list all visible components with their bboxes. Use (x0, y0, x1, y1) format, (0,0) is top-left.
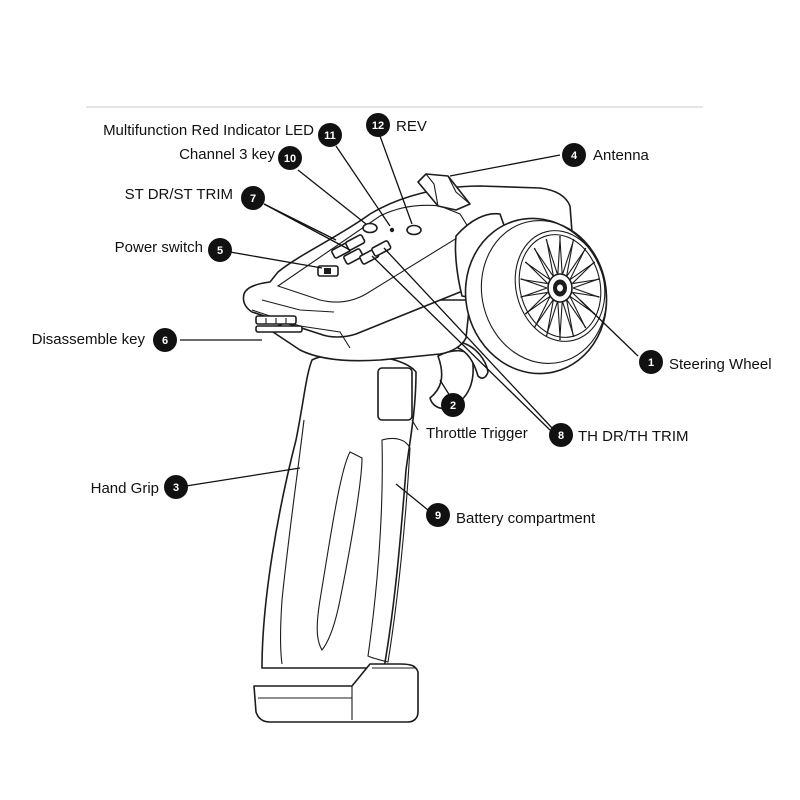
badge-3-number: 3 (173, 482, 179, 494)
badge-8-number: 8 (558, 430, 564, 442)
th-trim-buttons (359, 240, 392, 265)
badge-10 (278, 146, 302, 170)
badge-3 (164, 475, 188, 499)
badge-12-number: 12 (372, 120, 384, 132)
badge-4 (562, 143, 586, 167)
label-throttle-trigger: Throttle Trigger (426, 425, 528, 442)
badge-2-number: 2 (450, 400, 456, 412)
badge-12 (366, 113, 390, 137)
power-switch (317, 265, 339, 277)
badge-1 (639, 350, 663, 374)
top-panel (276, 204, 471, 303)
battery-compartment (367, 437, 411, 663)
grip-inner-panel (316, 451, 363, 651)
label-steering-wheel: Steering Wheel (669, 356, 772, 373)
badge-5 (208, 238, 232, 262)
label-channel-3-key: Channel 3 key (179, 146, 275, 163)
label-power-switch: Power switch (115, 239, 203, 256)
badge-4-number: 4 (571, 150, 578, 162)
label-rev: REV (396, 118, 427, 135)
trigger-guard (457, 341, 489, 379)
badge-1-number: 1 (648, 357, 654, 369)
badge-6 (153, 328, 177, 352)
label-th-dr-th-trim: TH DR/TH TRIM (578, 428, 689, 445)
label-antenna: Antenna (593, 147, 650, 164)
trigger-slot (377, 367, 413, 421)
leader-lines (180, 135, 639, 511)
badge-6-number: 6 (162, 335, 168, 347)
badge-8 (549, 423, 573, 447)
label-hand-grip: Hand Grip (91, 480, 159, 497)
grip-base (253, 663, 419, 723)
st-trim-buttons (331, 234, 366, 265)
badge-10-number: 10 (284, 153, 296, 165)
rev-button (406, 224, 422, 236)
badge-7 (241, 186, 265, 210)
hand-grip (261, 353, 417, 669)
callouts: 1 Steering Wheel 2 Throttle Trigger 3 Ha… (32, 113, 772, 527)
badge-2 (441, 393, 465, 417)
transmitter-illustration (242, 173, 608, 723)
red-led (389, 227, 395, 233)
channel-3-key (362, 222, 378, 234)
badge-5-number: 5 (217, 245, 223, 257)
disassemble-key (255, 315, 303, 333)
badge-9 (426, 503, 450, 527)
steering-wheel (464, 217, 608, 375)
badge-7-number: 7 (250, 193, 256, 205)
badge-11-number: 11 (324, 130, 336, 142)
grip-side-panel (279, 419, 305, 665)
wheel-spoke (571, 261, 600, 285)
label-multifunction-led: Multifunction Red Indicator LED (103, 122, 314, 139)
label-battery-compartment: Battery compartment (456, 510, 596, 527)
badge-9-number: 9 (435, 510, 441, 522)
label-disassemble-key: Disassemble key (32, 331, 146, 348)
label-st-dr-st-trim: ST DR/ST TRIM (125, 186, 233, 203)
badge-11 (318, 123, 342, 147)
